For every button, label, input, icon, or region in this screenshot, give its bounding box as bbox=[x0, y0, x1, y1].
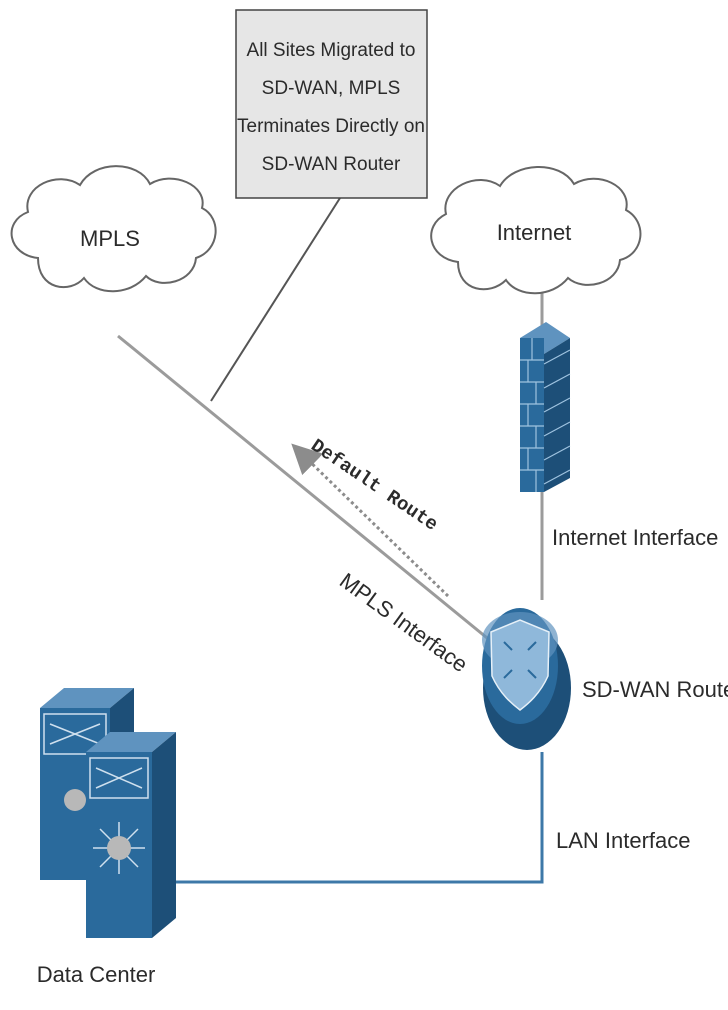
callout-line-3: Terminates Directly on bbox=[237, 116, 425, 137]
default-route-arrow bbox=[291, 443, 450, 598]
mpls-cloud-label: MPLS bbox=[80, 226, 140, 251]
mpls-link bbox=[117, 334, 493, 644]
switch-icon bbox=[40, 688, 176, 938]
mpls-interface-label: MPLS Interface bbox=[335, 568, 472, 677]
callout-line-1: All Sites Migrated to bbox=[247, 40, 416, 61]
callout-leader-line bbox=[210, 197, 341, 402]
mpls-cloud: MPLS bbox=[10, 165, 217, 293]
default-route-label: Default Route bbox=[307, 435, 442, 536]
callout-line-4: SD-WAN Router bbox=[262, 154, 401, 175]
router-icon bbox=[482, 608, 571, 750]
data-center-label: Data Center bbox=[37, 962, 156, 987]
internet-cloud-label: Internet bbox=[497, 220, 572, 245]
firewall-icon bbox=[520, 322, 571, 492]
internet-interface-label: Internet Interface bbox=[552, 525, 718, 550]
lan-link bbox=[160, 752, 544, 884]
callout-box: All Sites Migrated to SD-WAN, MPLS Termi… bbox=[235, 9, 428, 199]
lan-interface-label: LAN Interface bbox=[556, 828, 691, 853]
callout-line-2: SD-WAN, MPLS bbox=[262, 78, 401, 99]
sdwan-router-label: SD-WAN Router bbox=[582, 677, 728, 702]
internet-cloud: Internet bbox=[430, 166, 642, 295]
